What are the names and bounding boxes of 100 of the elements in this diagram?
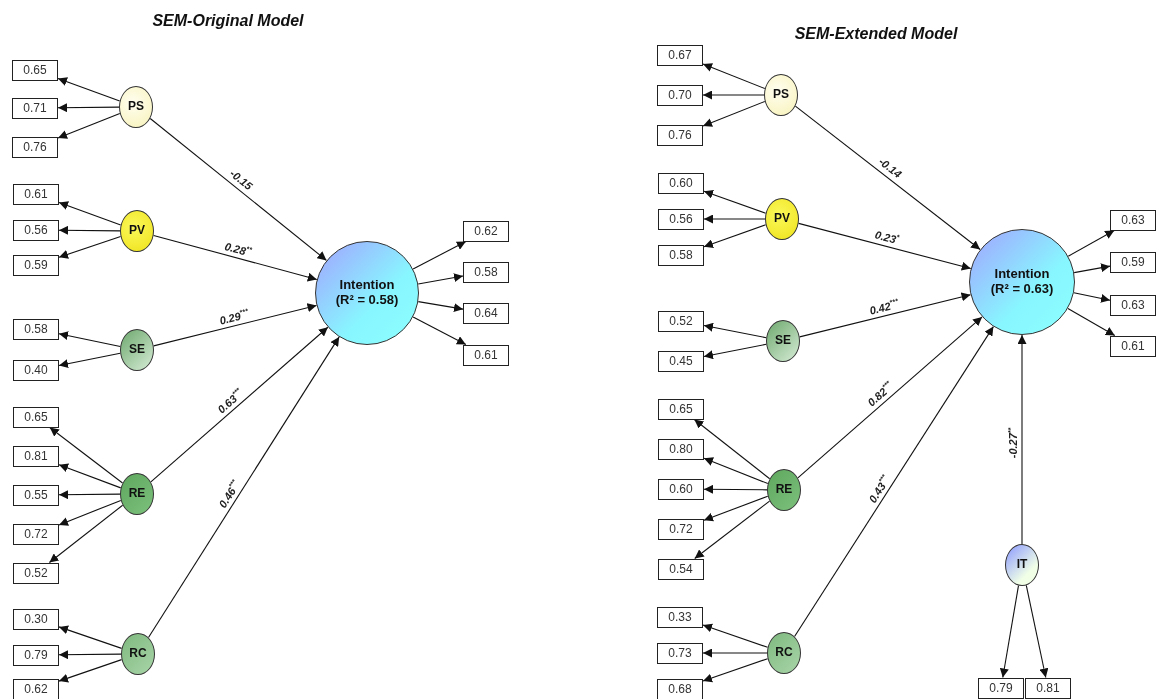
indicator-box: 0.45 <box>658 350 704 372</box>
indicator-box: 0.62 <box>463 220 509 242</box>
indicator-box: 0.65 <box>12 59 58 81</box>
arrow <box>702 100 766 127</box>
arrow <box>58 650 122 660</box>
arrow <box>417 301 464 313</box>
indicator-box: 0.81 <box>13 445 59 467</box>
arrow <box>702 623 769 648</box>
arrow <box>703 190 767 214</box>
latent-ellipse: PS <box>764 74 798 116</box>
arrow <box>799 292 972 338</box>
arrow <box>798 222 972 271</box>
arrow <box>1017 334 1027 545</box>
arrow <box>58 499 122 526</box>
arrow <box>703 214 766 224</box>
arrow <box>49 426 124 484</box>
edge-label: 0.23$^{*}$ <box>874 228 901 247</box>
indicator-box: 0.55 <box>13 484 59 506</box>
arrow <box>703 495 769 522</box>
indicator-box: 0.60 <box>658 478 704 500</box>
arrow <box>153 303 318 347</box>
arrow <box>702 658 769 683</box>
indicator-box: 0.61 <box>463 344 509 366</box>
arrow <box>57 112 121 139</box>
arrow <box>999 585 1020 679</box>
arrow <box>694 500 771 560</box>
panel-heading: SEM-Extended Model <box>794 25 958 43</box>
indicator-box: 0.58 <box>13 318 59 340</box>
indicator-box: 0.60 <box>658 172 704 194</box>
latent-ellipse: RC <box>121 633 155 675</box>
arrow <box>149 117 328 261</box>
arrow <box>58 352 121 369</box>
arrow <box>702 90 765 100</box>
latent-ellipse: RC <box>767 632 801 674</box>
arrow <box>412 316 467 346</box>
latent-ellipse: PS <box>119 86 153 128</box>
arrow <box>797 316 983 479</box>
outcome-circle: Intention (R² = 0.58) <box>315 241 419 345</box>
indicator-box: 0.65 <box>658 398 704 420</box>
indicator-box: 0.80 <box>658 438 704 460</box>
indicator-box: 0.73 <box>657 642 703 664</box>
arrow <box>57 77 121 102</box>
arrow <box>57 103 120 113</box>
indicator-box: 0.65 <box>13 406 59 428</box>
indicator-box: 0.56 <box>658 208 704 230</box>
indicator-box: 0.59 <box>13 254 59 276</box>
indicator-box: 0.52 <box>13 562 59 584</box>
indicator-box: 0.33 <box>657 606 703 628</box>
indicator-box: 0.58 <box>463 261 509 283</box>
latent-ellipse: PV <box>120 210 154 252</box>
arrow <box>703 322 767 339</box>
edge-label: 0.42$^{***}$ <box>867 297 900 317</box>
indicator-box: 0.58 <box>658 244 704 266</box>
indicator-box: 0.61 <box>1110 335 1156 357</box>
indicator-box: 0.59 <box>1110 251 1156 273</box>
indicator-box: 0.54 <box>658 558 704 580</box>
indicator-box: 0.79 <box>13 644 59 666</box>
arrow <box>147 336 340 638</box>
indicator-box: 0.79 <box>978 677 1024 699</box>
indicator-box: 0.76 <box>12 136 58 158</box>
arrow <box>703 343 767 360</box>
arrow <box>794 326 994 638</box>
indicator-box: 0.62 <box>13 678 59 699</box>
indicator-box: 0.72 <box>658 518 704 540</box>
arrow <box>702 648 768 658</box>
arrow <box>703 457 769 485</box>
arrow <box>58 659 123 683</box>
arrow <box>58 235 122 259</box>
arrow <box>58 331 121 348</box>
arrow <box>58 463 122 489</box>
arrow <box>412 240 467 270</box>
latent-ellipse: RE <box>767 469 801 511</box>
latent-ellipse: IT <box>1005 544 1039 586</box>
indicator-box: 0.63 <box>1110 209 1156 231</box>
indicator-box: 0.71 <box>12 97 58 119</box>
arrow <box>1073 292 1111 303</box>
arrow <box>153 234 318 282</box>
latent-ellipse: SE <box>120 329 154 371</box>
arrow <box>1073 263 1111 274</box>
indicator-box: 0.81 <box>1025 677 1071 699</box>
arrow <box>794 105 981 251</box>
arrow <box>1067 307 1116 337</box>
indicator-box: 0.30 <box>13 608 59 630</box>
latent-ellipse: RE <box>120 473 154 515</box>
indicator-box: 0.76 <box>657 124 703 146</box>
indicator-box: 0.61 <box>13 183 59 205</box>
indicator-box: 0.56 <box>13 219 59 241</box>
arrow <box>58 201 122 226</box>
arrow <box>703 484 768 494</box>
arrow <box>417 273 464 285</box>
arrow <box>702 63 766 90</box>
indicator-box: 0.40 <box>13 359 59 381</box>
indicator-box: 0.64 <box>463 302 509 324</box>
indicator-box: 0.70 <box>657 84 703 106</box>
indicator-box: 0.52 <box>658 310 704 332</box>
arrow <box>48 504 124 564</box>
arrow <box>58 625 123 649</box>
latent-ellipse: SE <box>766 320 800 362</box>
edge-label: -0.15 <box>227 167 255 193</box>
arrow <box>150 326 329 483</box>
